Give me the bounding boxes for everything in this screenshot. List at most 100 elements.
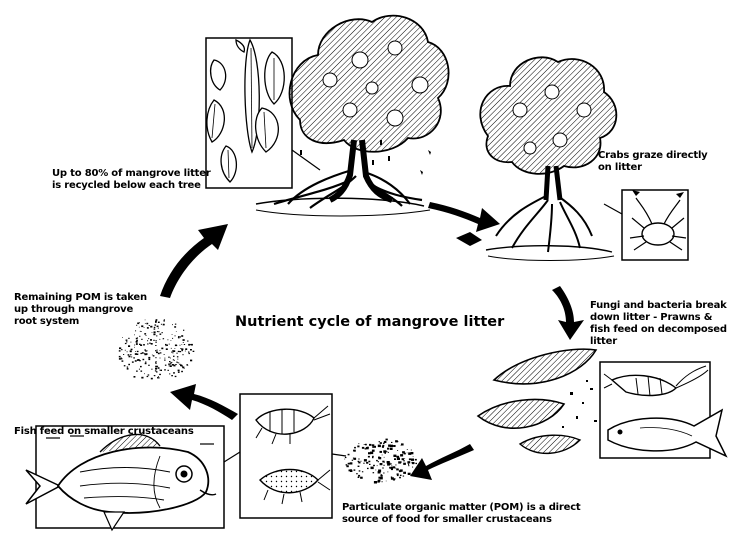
particle bbox=[130, 342, 131, 343]
particle bbox=[175, 324, 176, 325]
particle bbox=[177, 359, 178, 360]
particle bbox=[184, 368, 185, 369]
particle bbox=[157, 331, 158, 332]
particle bbox=[408, 464, 409, 465]
particle bbox=[368, 456, 370, 458]
particle bbox=[157, 377, 159, 378]
particle bbox=[390, 448, 393, 450]
particle bbox=[180, 345, 181, 346]
particle bbox=[386, 439, 387, 440]
particle bbox=[395, 465, 396, 466]
particle bbox=[130, 350, 132, 351]
particle bbox=[157, 326, 159, 328]
particle bbox=[127, 351, 128, 352]
particle bbox=[155, 345, 156, 346]
particle bbox=[182, 350, 183, 351]
particle bbox=[188, 344, 190, 346]
particle bbox=[126, 341, 127, 342]
particle bbox=[148, 338, 149, 339]
particle bbox=[144, 333, 146, 335]
particle bbox=[193, 351, 195, 352]
particle bbox=[134, 376, 136, 378]
particle bbox=[382, 467, 383, 468]
particle bbox=[156, 340, 157, 341]
particle bbox=[155, 350, 156, 351]
particle bbox=[171, 375, 173, 376]
particle bbox=[148, 374, 150, 375]
particle bbox=[125, 350, 126, 351]
particle bbox=[358, 461, 360, 462]
particle bbox=[172, 364, 174, 366]
particle bbox=[358, 466, 360, 467]
particle bbox=[148, 359, 150, 360]
particle bbox=[407, 449, 408, 450]
particle bbox=[391, 466, 392, 467]
particle bbox=[390, 467, 393, 469]
particle bbox=[135, 360, 137, 362]
particle bbox=[140, 366, 142, 367]
particle bbox=[155, 324, 157, 325]
particle bbox=[362, 447, 364, 449]
particle bbox=[398, 461, 401, 463]
particle bbox=[352, 460, 353, 461]
particle bbox=[160, 370, 162, 371]
particle bbox=[155, 320, 157, 321]
particle bbox=[123, 354, 124, 355]
particle bbox=[143, 359, 145, 360]
particle bbox=[145, 362, 146, 363]
particle bbox=[370, 452, 373, 455]
particle bbox=[136, 341, 138, 343]
particle bbox=[386, 481, 387, 482]
particle bbox=[157, 350, 158, 351]
particle bbox=[393, 445, 396, 447]
particle bbox=[190, 344, 191, 345]
particle bbox=[137, 337, 138, 338]
particle bbox=[160, 358, 161, 359]
particle bbox=[140, 331, 141, 332]
particle bbox=[169, 365, 170, 366]
particle bbox=[154, 331, 156, 333]
particle bbox=[178, 370, 180, 372]
particle bbox=[151, 343, 153, 345]
particle bbox=[387, 448, 389, 450]
particle bbox=[394, 455, 396, 456]
particle bbox=[137, 359, 139, 361]
particle bbox=[183, 339, 185, 341]
particle bbox=[170, 363, 172, 364]
particle bbox=[372, 450, 375, 452]
particle bbox=[346, 465, 348, 467]
particle bbox=[183, 342, 184, 343]
particle bbox=[154, 327, 156, 328]
particle bbox=[174, 360, 175, 361]
particle bbox=[119, 350, 121, 351]
particle bbox=[164, 319, 165, 320]
particle bbox=[378, 477, 380, 478]
particle bbox=[382, 481, 383, 482]
particle bbox=[149, 325, 150, 326]
particle bbox=[147, 327, 149, 329]
particle bbox=[155, 370, 157, 371]
particle bbox=[404, 458, 405, 459]
particle bbox=[397, 458, 400, 460]
particle bbox=[139, 336, 140, 337]
particle bbox=[363, 463, 364, 464]
particle bbox=[377, 460, 378, 461]
particle bbox=[155, 361, 156, 362]
particle bbox=[176, 331, 177, 332]
particle bbox=[174, 326, 176, 328]
particle bbox=[119, 358, 121, 360]
fish-icon bbox=[26, 426, 240, 530]
particle bbox=[181, 344, 182, 345]
particle bbox=[372, 456, 374, 457]
particle bbox=[356, 473, 358, 474]
particle bbox=[128, 338, 129, 339]
particle bbox=[155, 321, 157, 323]
particle bbox=[149, 343, 151, 344]
particle bbox=[408, 465, 409, 466]
particle bbox=[344, 459, 345, 460]
particle bbox=[411, 450, 412, 451]
particle bbox=[173, 350, 175, 352]
particle bbox=[172, 338, 173, 339]
particle bbox=[152, 332, 153, 333]
